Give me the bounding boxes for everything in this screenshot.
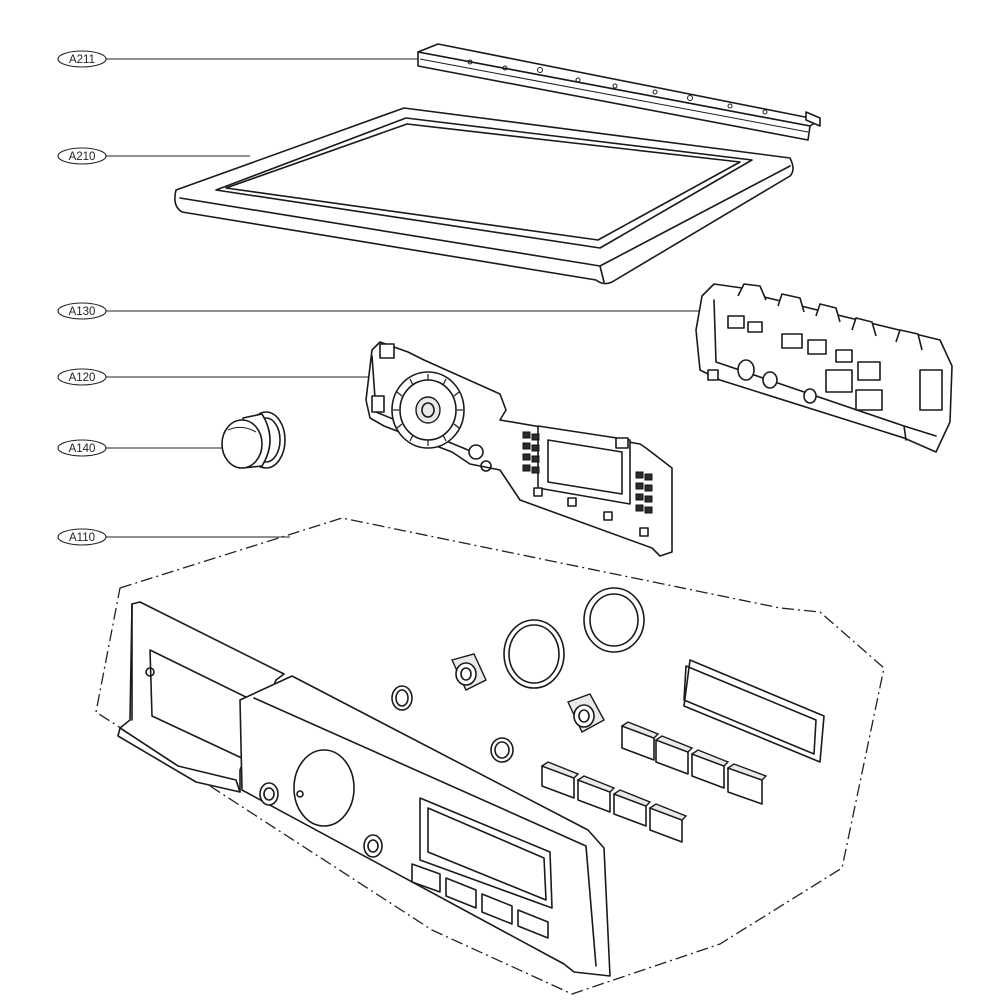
- part-a211-rail: [417, 43, 821, 141]
- callout-label: A210: [69, 151, 96, 163]
- dial-ticks: [393, 374, 463, 446]
- callout-label: A211: [69, 54, 95, 66]
- callout-a120[interactable]: A120: [57, 368, 370, 386]
- callout-a110[interactable]: A110: [57, 528, 290, 546]
- part-a130-pcb: [695, 283, 953, 453]
- pcb-top-clips: [737, 283, 923, 351]
- button-caps-upper: [620, 721, 768, 805]
- board-buttons-right: [635, 471, 653, 514]
- encoder-switch-1: [451, 653, 487, 691]
- encoder-switch-2: [567, 693, 605, 733]
- callout-a140[interactable]: A140: [57, 439, 226, 457]
- button-caps-lower: [540, 761, 688, 843]
- callout-label: A120: [69, 372, 96, 384]
- board-buttons-left: [522, 431, 540, 474]
- a110-assembly-outline: [95, 517, 885, 995]
- part-a140-knob: [221, 411, 286, 469]
- callout-label: A110: [69, 532, 95, 544]
- callout-label: A140: [69, 443, 96, 455]
- part-a110-front-panel: [117, 587, 825, 977]
- fascia-button-slots: [411, 863, 549, 939]
- callout-a130[interactable]: A130: [57, 302, 700, 320]
- callout-a211[interactable]: A211: [57, 50, 418, 68]
- callout-label: A130: [69, 306, 96, 318]
- part-a210-frame: [174, 107, 794, 285]
- callout-a210[interactable]: A210: [57, 147, 250, 165]
- part-a120-control-board: [365, 341, 673, 557]
- rail-holes: [467, 59, 768, 115]
